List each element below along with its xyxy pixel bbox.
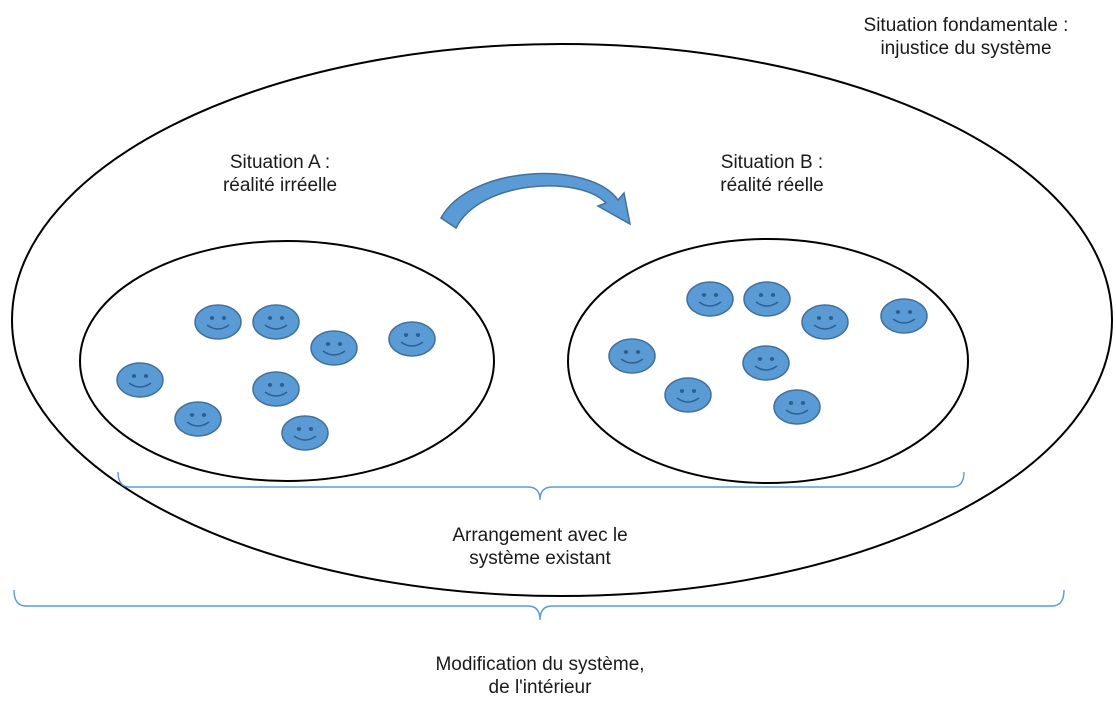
smiley-face-icon: [310, 330, 358, 366]
smiley-face-icon: [388, 321, 436, 357]
arrangement-brace: [117, 471, 965, 501]
fundamental-situation-label: Situation fondamentale : injustice du sy…: [830, 14, 1102, 60]
arrangement-label: Arrangement avec le système existant: [390, 524, 690, 570]
smiley-face-icon: [664, 377, 712, 413]
smiley-face-icon: [801, 304, 849, 340]
smiley-face-icon: [252, 371, 300, 407]
situation-b-circle: [567, 238, 969, 484]
transition-arrow: [440, 172, 632, 230]
situation-a-line-1: Situation A :: [229, 152, 331, 173]
smiley-face-icon: [116, 362, 164, 398]
smiley-face-icon: [773, 389, 821, 425]
outer-ellipse: [11, 43, 1113, 597]
arrangement-line-2: système existant: [469, 548, 611, 569]
situation-a-line-2: réalité irréelle: [222, 175, 338, 196]
situation-b-label: Situation B : réalité réelle: [672, 151, 872, 197]
smiley-face-icon: [686, 281, 734, 317]
smiley-face-icon: [742, 345, 790, 381]
fundamental-line-2: injustice du système: [880, 38, 1052, 59]
smiley-face-icon: [174, 401, 222, 437]
fundamental-line-1: Situation fondamentale :: [863, 15, 1069, 36]
situation-b-line-1: Situation B :: [720, 152, 824, 173]
situation-a-circle: [79, 240, 495, 482]
smiley-face-icon: [252, 304, 300, 340]
modification-line-1: Modification du système,: [435, 654, 645, 675]
smiley-face-icon: [880, 298, 928, 334]
modification-line-2: de l'intérieur: [488, 677, 592, 698]
arrangement-line-1: Arrangement avec le: [452, 525, 628, 546]
smiley-face-icon: [194, 304, 242, 340]
smiley-face-icon: [608, 338, 656, 374]
smiley-face-icon: [281, 415, 329, 451]
modification-label: Modification du système, de l'intérieur: [380, 653, 700, 699]
smiley-face-icon: [743, 281, 791, 317]
situation-a-label: Situation A : réalité irréelle: [180, 151, 380, 197]
modification-brace: [13, 589, 1065, 621]
situation-b-line-2: réalité réelle: [720, 175, 824, 196]
